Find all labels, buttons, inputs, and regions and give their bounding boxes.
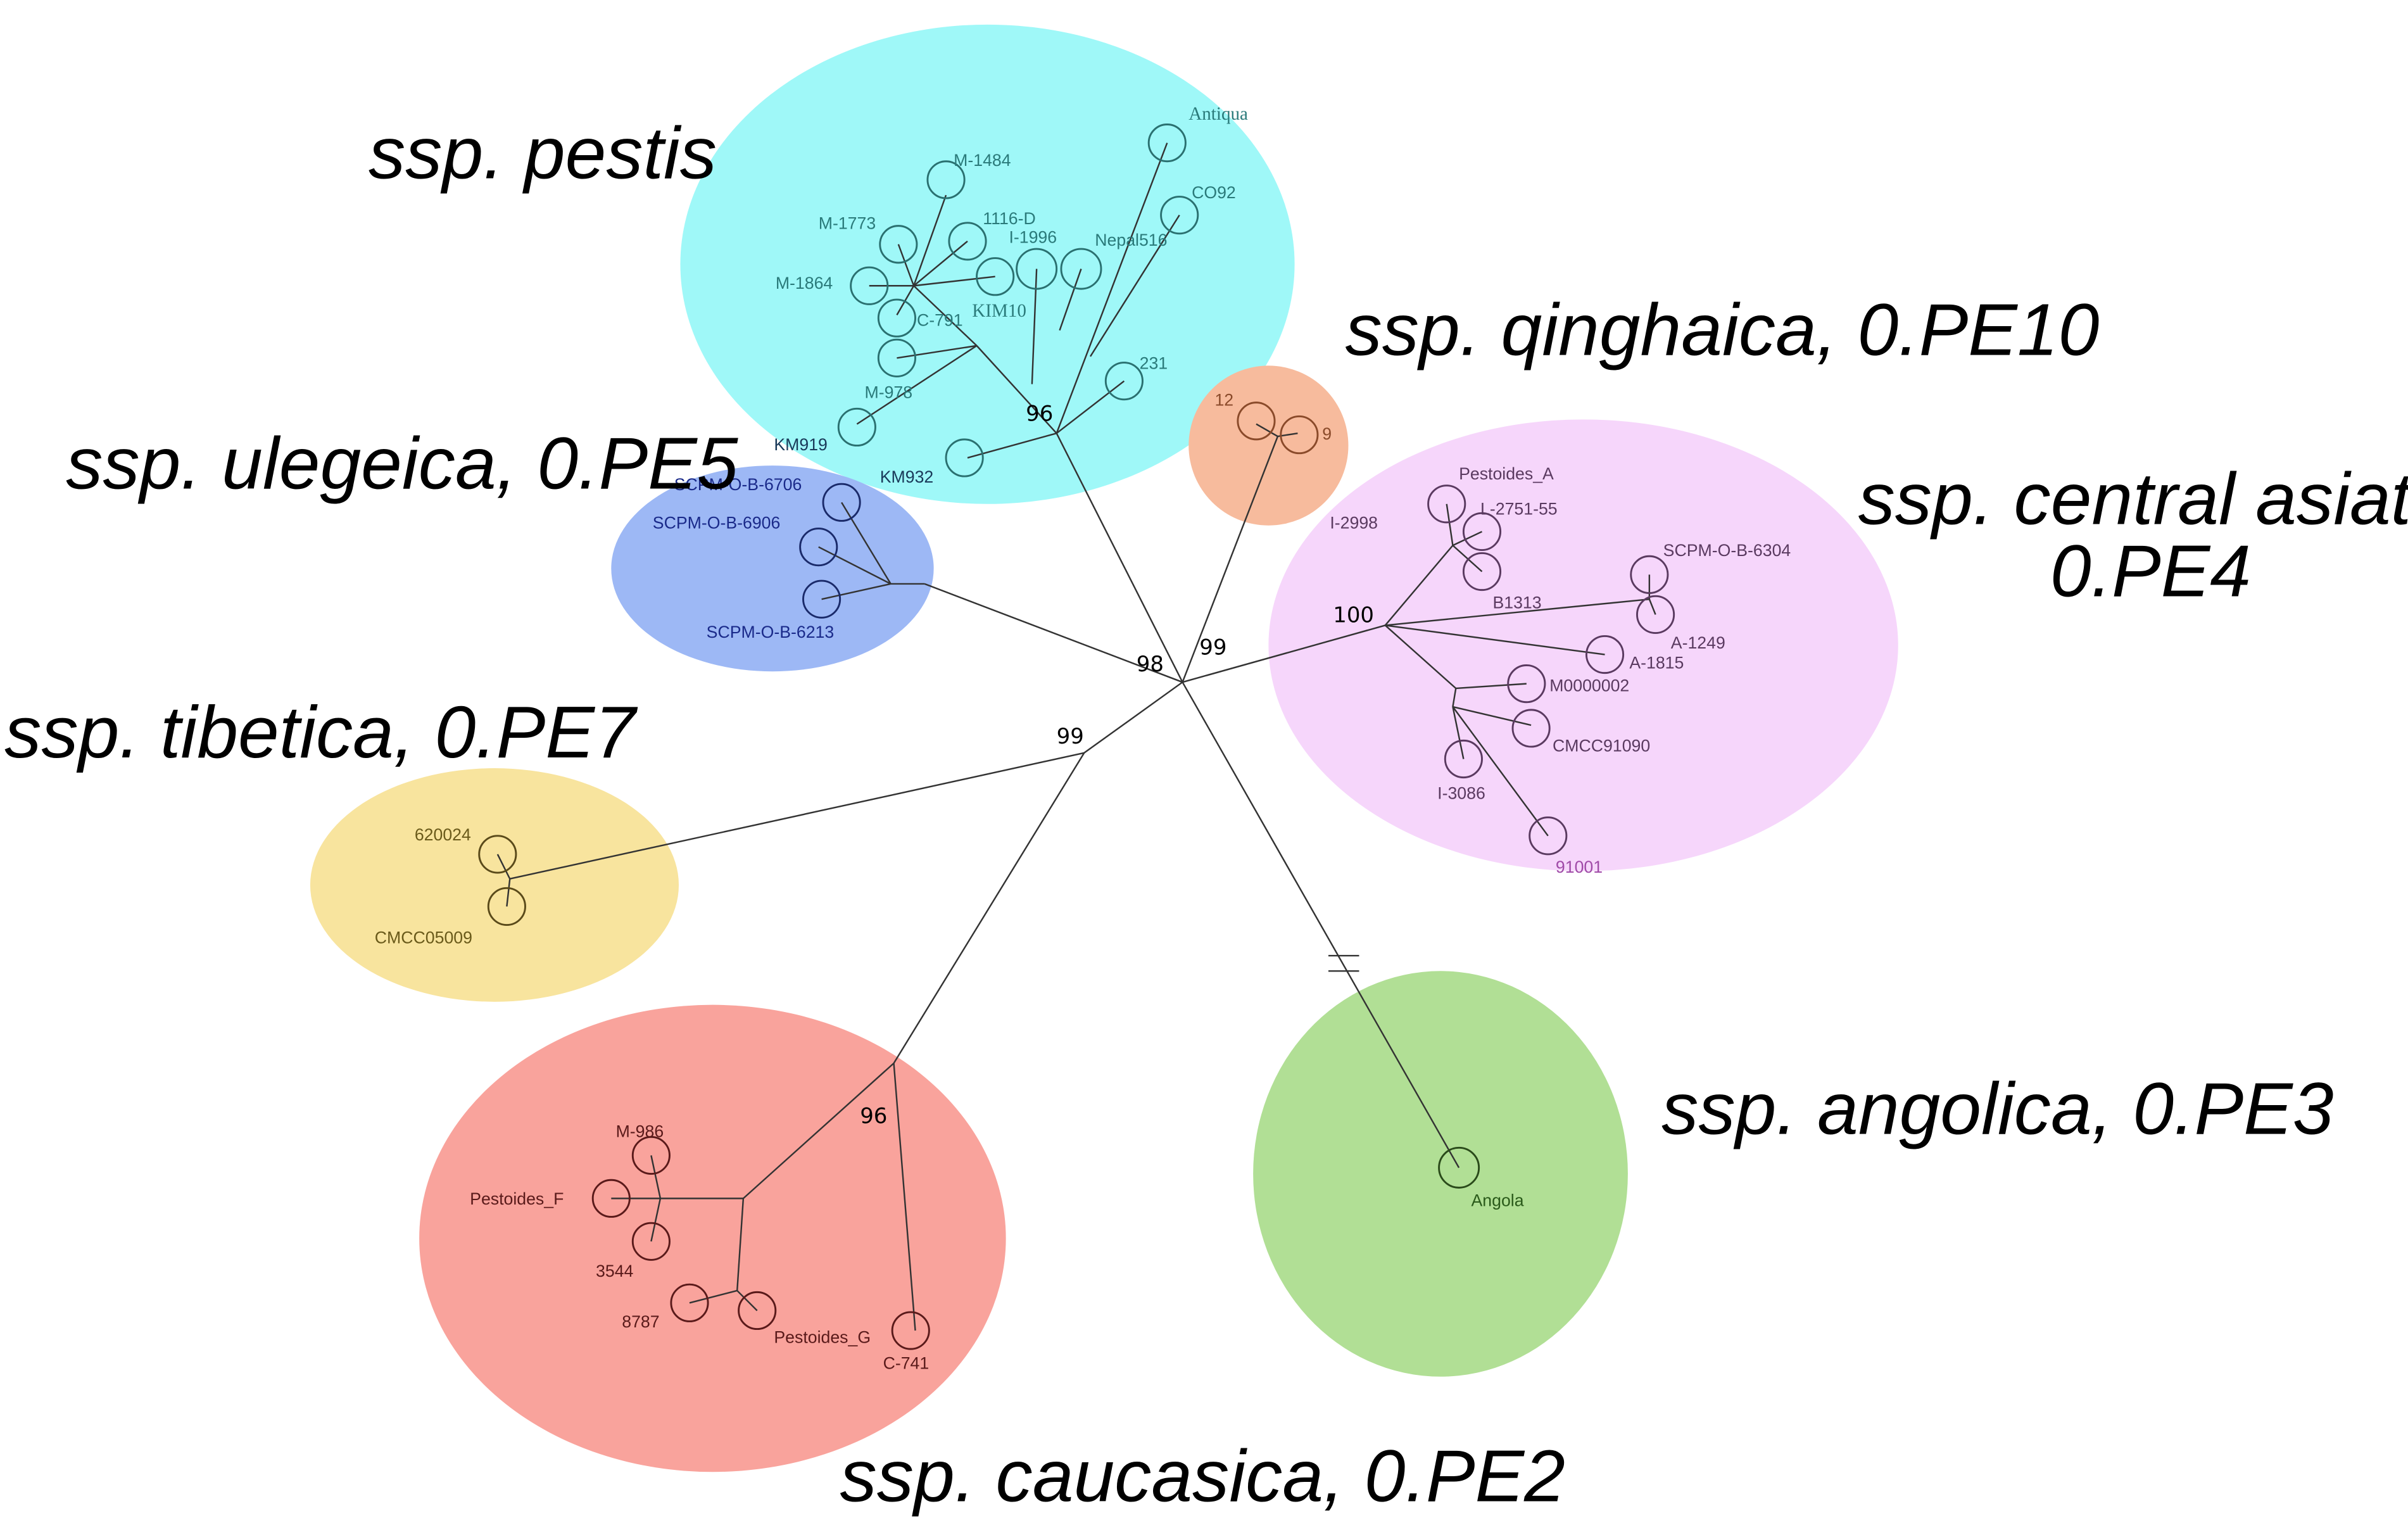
leaf-label-angola: Angola [1472, 1191, 1524, 1210]
caucasica-subtree [611, 1062, 916, 1331]
leaf-label-c741: C-741 [883, 1354, 930, 1373]
leaf-label-c791: C-791 [917, 310, 963, 329]
clade-title-ulegeica: ssp. ulegeica, 0.PE5 [66, 422, 738, 504]
ulegeica-nodes [799, 483, 861, 619]
leaf-label-i3086: I-3086 [1437, 784, 1485, 803]
leaf-label-b1313: B1313 [1492, 593, 1541, 612]
clade-title-angolica: ssp. angolica, 0.PE3 [1661, 1067, 2333, 1149]
leaf-label-91001: 91001 [1556, 857, 1603, 876]
central-asiatica-nodes [1427, 484, 1675, 856]
leaf-label-i1996: I-1996 [1009, 227, 1057, 246]
leaf-label-m0000002: M0000002 [1549, 676, 1629, 695]
clade-tibetica-ellipse [310, 768, 679, 1002]
leaf-label-8787: 8787 [622, 1312, 659, 1331]
leaf-label-m986: M-986 [616, 1122, 664, 1141]
leaf-label-kim10: KIM10 [972, 301, 1026, 321]
leaf-label-pestoides-a: Pestoides_A [1459, 464, 1554, 483]
leaf-label-km932: KM932 [880, 467, 934, 486]
support-value-center-right: 99 [1199, 635, 1226, 661]
ulegeica-subtree [818, 502, 925, 600]
leaf-label-m978: M-978 [864, 383, 912, 402]
central-asiatica-subtree [1384, 503, 1656, 837]
leaf-label-nepal516: Nepal516 [1095, 231, 1167, 250]
leaf-label-pestoides-f: Pestoides_F [470, 1189, 564, 1208]
leaf-label-a1815: A-1815 [1629, 653, 1684, 672]
branch-break-marks [1328, 954, 1359, 972]
leaf-label-1116d: 1116-D [983, 209, 1036, 228]
leaf-label-scpm6706: SCPM-O-B-6706 [674, 475, 802, 494]
support-value-pestis: 96 [1026, 402, 1053, 427]
leaf-label-pestoides-g: Pestoides_G [774, 1327, 871, 1346]
clade-pestis-ellipse [680, 24, 1295, 504]
clade-title-qinghaica: ssp. qinghaica, 0.PE10 [1346, 288, 2100, 370]
leaf-label-3544: 3544 [596, 1262, 633, 1281]
pestis-subtree [856, 142, 1180, 459]
tibetica-labels: 620024 CMCC05009 [375, 825, 472, 947]
central-asiatica-labels: Pestoides_A I-2998 L-2751-55 SCPM-O-B-63… [1330, 464, 1791, 876]
leaf-label-m1773: M-1773 [819, 213, 876, 232]
leaf-label-scpm6906: SCPM-O-B-6906 [653, 514, 781, 533]
pestis-labels: Antiqua M-1484 CO92 M-1773 1116-D I-1996… [774, 104, 1248, 486]
leaf-label-antiqua: Antiqua [1188, 104, 1248, 124]
backbone-branches [509, 433, 1460, 1168]
angolica-nodes [1438, 1146, 1480, 1189]
support-value-tibetica: 99 [1057, 724, 1084, 749]
ulegeica-labels: SCPM-O-B-6706 SCPM-O-B-6906 SCPM-O-B-621… [653, 475, 834, 642]
pestis-nodes [837, 123, 1199, 478]
leaf-label-cmcc05009: CMCC05009 [375, 928, 472, 947]
leaf-label-m1484: M-1484 [954, 151, 1011, 170]
caucasica-nodes [591, 1135, 930, 1350]
clade-title-tibetica: ssp. tibetica, 0.PE7 [4, 691, 638, 773]
leaf-label-231: 231 [1140, 353, 1168, 372]
leaf-label-scpm6213: SCPM-O-B-6213 [707, 623, 835, 642]
leaf-label-9: 9 [1322, 424, 1332, 443]
clade-central-asiatica-ellipse [1268, 419, 1898, 871]
support-value-caucasica: 96 [860, 1103, 887, 1129]
tibetica-nodes [478, 835, 526, 926]
qinghaica-labels: 12 9 [1214, 390, 1332, 443]
leaf-label-620024: 620024 [415, 825, 471, 844]
clade-qinghaica-ellipse [1188, 365, 1349, 526]
leaf-label-12: 12 [1214, 390, 1233, 409]
support-value-center-left: 98 [1137, 652, 1164, 677]
leaf-label-km919: KM919 [774, 435, 828, 454]
leaf-label-a1249: A-1249 [1671, 633, 1725, 652]
clade-title-central-asiatica-line2: 0.PE4 [2050, 529, 2251, 612]
support-value-central-asiatica: 100 [1333, 603, 1374, 628]
qinghaica-nodes [1237, 402, 1319, 455]
leaf-label-scpm6304: SCPM-O-B-6304 [1663, 541, 1791, 560]
leaf-label-i2998: I-2998 [1330, 514, 1378, 533]
clade-title-central-asiatica-line1: ssp. central asiatica, [1858, 457, 2408, 540]
tibetica-subtree [496, 854, 511, 907]
leaf-label-l275155: L-2751-55 [1480, 500, 1558, 519]
clade-caucasica-ellipse [419, 1004, 1006, 1472]
clade-title-pestis: ssp. pestis [369, 111, 717, 194]
angolica-labels: Angola [1472, 1191, 1524, 1210]
leaf-label-m1864: M-1864 [776, 274, 833, 293]
caucasica-labels: M-986 Pestoides_F 3544 8787 Pestoides_G … [470, 1122, 929, 1372]
leaf-label-cmcc91090: CMCC91090 [1553, 736, 1650, 755]
leaf-label-co92: CO92 [1192, 183, 1236, 202]
clade-title-caucasica: ssp. caucasica, 0.PE2 [840, 1434, 1565, 1517]
